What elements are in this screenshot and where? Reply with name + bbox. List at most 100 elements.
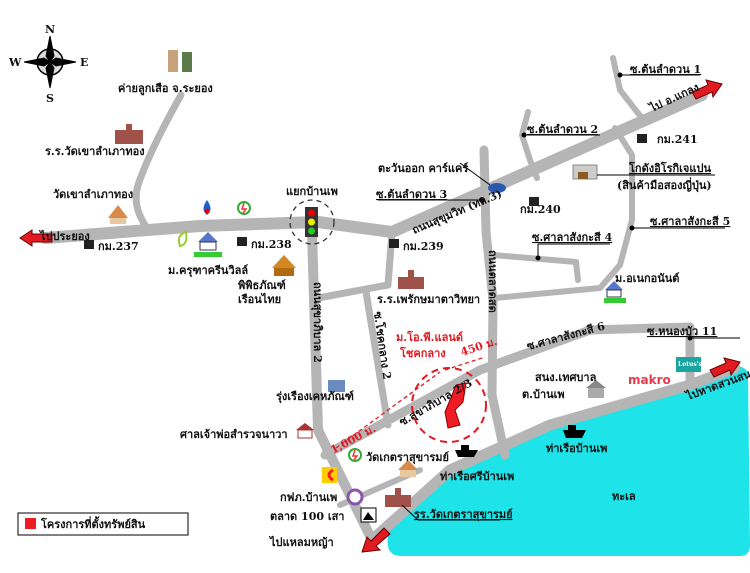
label-rungruang: รุ่งเรืองเคหภัณฑ์ [276,390,354,404]
label-road-sukhaphiban23: ซ.สุขาภิบาล 2/3 [397,376,475,429]
arrow-to-klaeng [691,79,723,100]
traffic-light-icon [305,207,318,237]
compass-w: W [8,56,22,69]
label-market: ตลาด 100 เสา [270,510,344,523]
label-tonlamduan3: ซ.ต้นลำดวน 3 [376,188,447,201]
label-pea: กฟภ.บ้านเพ [280,491,337,504]
arrow-to-laemmaeya [361,527,391,553]
warehouse-icon [572,164,598,180]
bangchak-icon [177,230,188,248]
label-municipal-line1: สนง.เทศบาล [535,371,597,384]
sea [387,365,750,556]
road-tonlamduan1 [610,55,648,125]
pea-icon [346,488,364,506]
label-km237: กม.237 [98,240,139,253]
label-godown-line1: โกดังอิโรกิเจแปน [628,161,711,175]
municipal-office-icon [586,380,606,398]
label-wat-ket: วัดเกตราสุขารมย์ [366,451,449,465]
distance-1000-line [335,371,441,449]
road-scoutcamp [132,91,185,229]
label-project-line1: ม.โอ.พี.แลนด์ [396,330,463,344]
label-km238: กม.238 [251,238,292,251]
label-carcare: ตะวันออก คาร์แคร์ [378,162,468,175]
label-km241: กม.241 [657,133,698,146]
village-icon [194,232,222,257]
car-icon [488,183,506,193]
temple-icon [108,205,128,224]
road-tonlamduan2 [519,109,540,181]
compass-e: E [80,56,88,69]
km-marker-icons [84,134,647,249]
label-shrine: ศาลเจ้าพ่อสำรวจนาวา [180,428,288,441]
power-station-icon [348,448,362,462]
lotus-logo: Lotus's [676,357,703,372]
label-tonlamduan2: ซ.ต้นลำดวน 2 [527,123,598,136]
school-icon [385,488,411,507]
label-nongbua11: ซ.หนองบัว 11 [647,325,717,338]
label-school-ket: รร.วัดเกตราสุขารมย์ [414,508,513,522]
museum-house-icon [272,255,296,276]
label-project-line2: โชคกลาง [399,346,446,360]
market-icon [360,507,377,523]
label-to-rayong: ไปประยอง [38,229,90,243]
power-station-icon [237,201,251,215]
label-tonlamduan1: ซ.ต้นลำดวน 1 [630,63,701,76]
road-sukhaphiban23 [320,322,695,460]
junction-circle [289,199,335,245]
arrow-to-hatsuanson [709,357,741,378]
label-greenville: ม.ครุฑาครีนวิลล์ [168,264,248,278]
compass-s: S [46,92,54,105]
legend-swatch [25,518,36,529]
distance-450-line [444,356,486,371]
label-pier-sri: ท่าเรือศรีบ้านเพ [440,470,514,483]
label-sala6: ซ.ศาลาสังกะสี 6 [525,319,606,352]
ship-icon [455,445,478,457]
label-school-phe: ร.ร.เพรักษมาตาวิทยา [377,293,480,306]
ptt-gas-icon [203,200,211,215]
label-godown-line2: (สินค้ามือสองญี่ปุ่น) [617,177,712,193]
scout-icon [168,50,192,72]
label-sala4: ซ.ศาลาสังกะสี 4 [532,231,613,244]
km-marker-icon [389,239,399,248]
label-to-laemmaeya: ไปแหลมหญ้า [268,535,334,549]
label-km239: กม.239 [403,240,444,253]
ship-icon [563,425,586,438]
km-marker-icon [237,237,247,246]
sevenmart-icon [322,467,337,483]
shrine-icon [296,423,314,439]
legend-label: โครงการที่ตั้งทรัพย์สิน [40,516,146,531]
label-pier-phe: ท่าเรือบ้านเพ [546,442,607,455]
road-coastal [366,362,741,546]
label-wat-khaolam: วัดเขาลำเภาทอง [53,188,133,201]
road-chokklang [362,288,392,429]
school-icon [398,270,424,289]
village-icon [604,281,626,303]
legend-box [17,512,189,536]
label-municipal-line2: ต.บ้านเพ [522,388,565,401]
label-sea: ทะเล [612,490,636,503]
road-sala4 [490,252,581,283]
label-school-khaolam: ร.ร.วัดเขาลำเภาทอง [45,145,145,158]
label-line: เรือนไทย [238,292,281,306]
project-radius-circle [411,367,487,443]
km-marker-icon [637,134,647,143]
label-museum: พิพิธภัณฑ์เรือนไทย [238,279,286,306]
road-sala5 [492,125,635,301]
school-icon [115,124,143,144]
label-anek: ม.อเนกอนันต์ [615,272,679,285]
label-km240: กม.240 [520,203,561,216]
km-marker-icon [529,197,539,206]
km-marker-icon [84,240,94,249]
road-school [314,228,396,302]
arrow-to-rayong [19,229,53,247]
project-site-parcel [444,382,467,429]
label-road-taladsod: ถนนตลาดสด [486,250,499,313]
compass-icon [23,35,77,89]
store-icon [328,380,345,392]
label-scoutcamp: ค่ายลูกเสือ จ.ระยอง [118,82,213,96]
label-junction: แยกบ้านเพ [286,185,338,198]
label-sala5: ซ.ศาลาสังกะสี 5 [650,215,730,228]
makro-logo: makro [628,373,671,387]
